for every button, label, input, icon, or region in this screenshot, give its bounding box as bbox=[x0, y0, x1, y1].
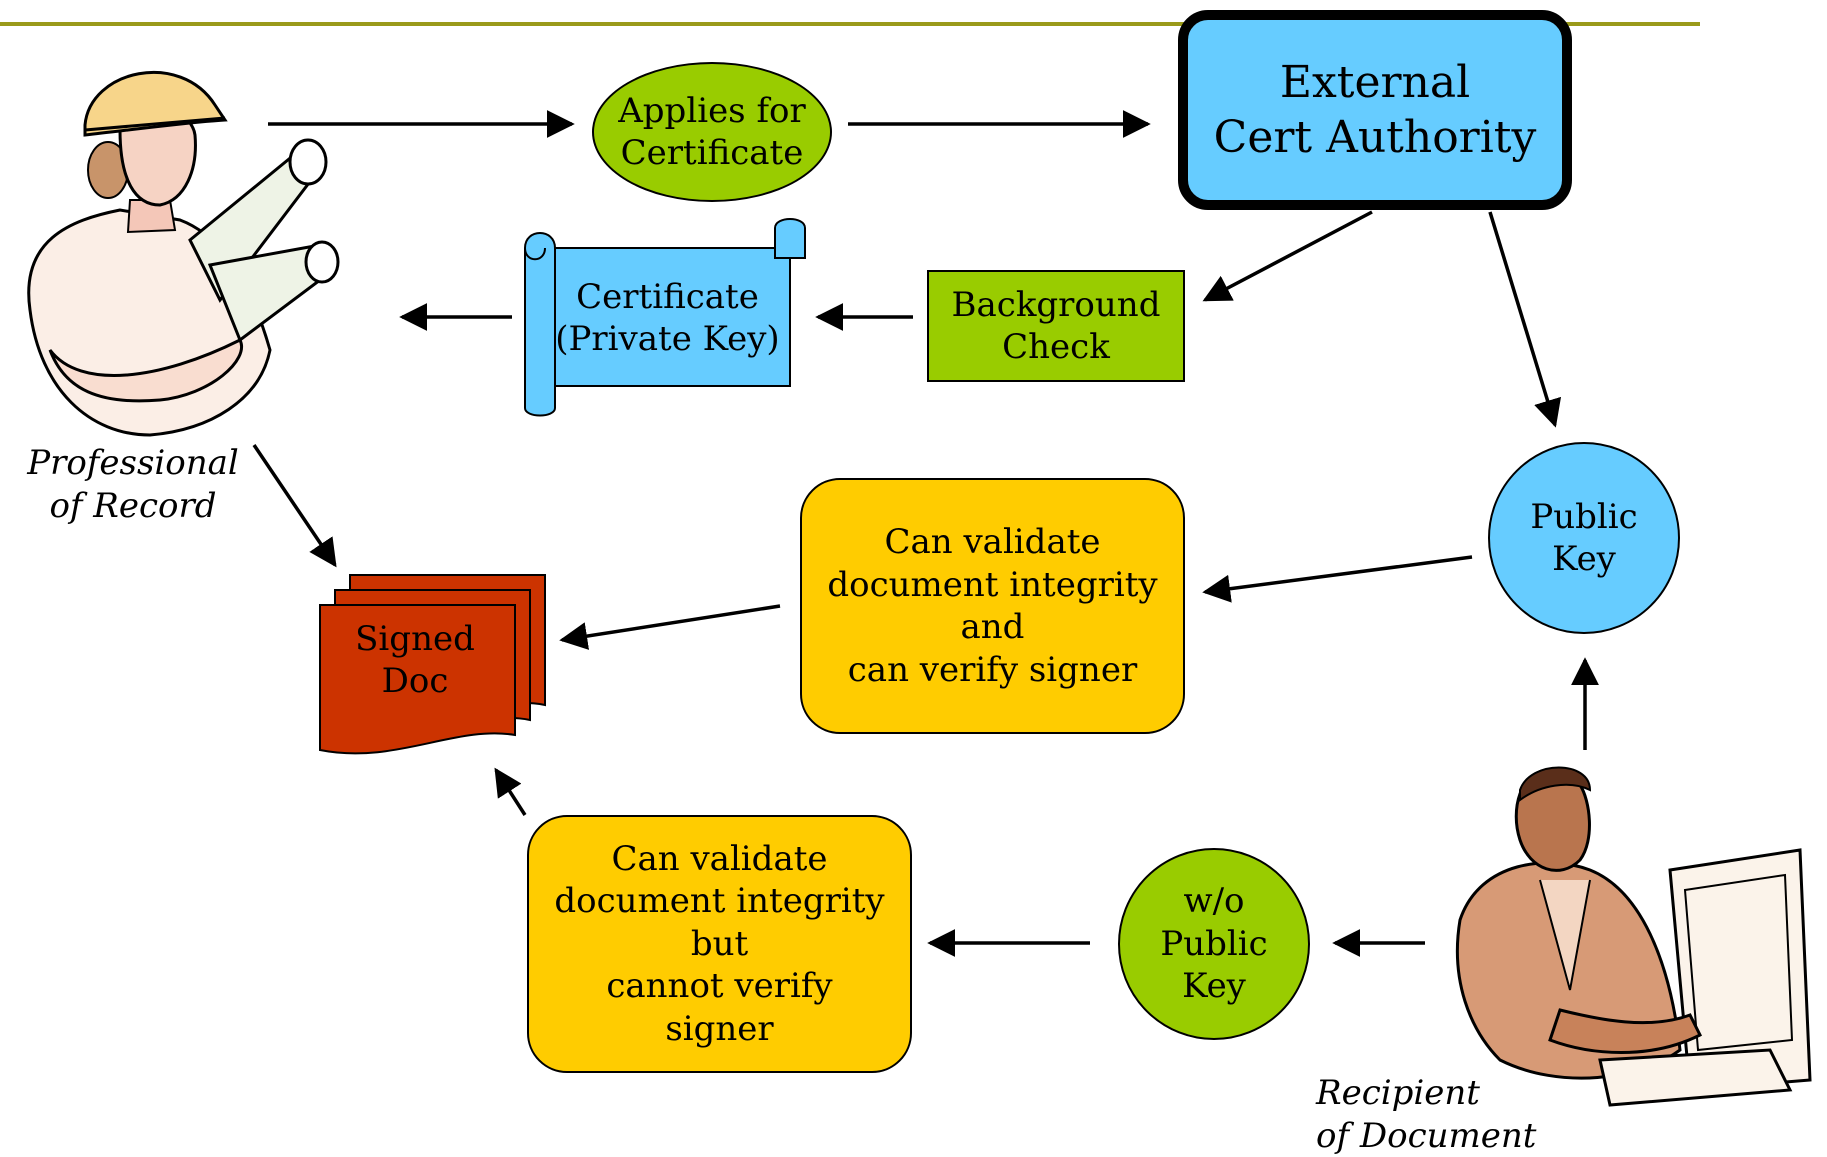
signed-doc-shape bbox=[319, 574, 546, 755]
arrow-publickey-to-canverify bbox=[1202, 555, 1473, 603]
arrow-canverify-to-signeddoc bbox=[559, 604, 781, 650]
cannot-verify-signer-node: Can validate document integrity but cann… bbox=[527, 815, 912, 1073]
man-at-computer-icon bbox=[1455, 766, 1812, 1107]
professional-of-record-label: Professional of Record bbox=[27, 443, 239, 526]
arrow-cannotverify-to-signeddoc bbox=[494, 767, 527, 816]
arrow-professional-to-signeddoc bbox=[252, 444, 337, 568]
public-key-node: Public Key bbox=[1488, 442, 1680, 634]
signed-doc-node: Signed Doc bbox=[355, 618, 475, 702]
certificate-scroll-shape bbox=[524, 218, 806, 417]
engineer-with-blueprints-icon bbox=[27, 70, 340, 437]
background-check-node: Background Check bbox=[927, 270, 1185, 382]
arrow-ca-to-background bbox=[1202, 210, 1373, 302]
without-public-key-node: w/o Public Key bbox=[1118, 848, 1310, 1040]
header-rule bbox=[0, 22, 1700, 26]
cert-authority-node: External Cert Authority bbox=[1178, 10, 1572, 210]
arrow-ca-to-publickey bbox=[1488, 211, 1562, 428]
certificate-node: Certificate (Private Key) bbox=[555, 276, 780, 360]
can-verify-signer-node: Can validate document integrity and can … bbox=[800, 478, 1185, 734]
applies-for-certificate-node: Applies for Certificate bbox=[592, 62, 832, 202]
recipient-of-document-label: Recipient of Document bbox=[1316, 1073, 1537, 1156]
